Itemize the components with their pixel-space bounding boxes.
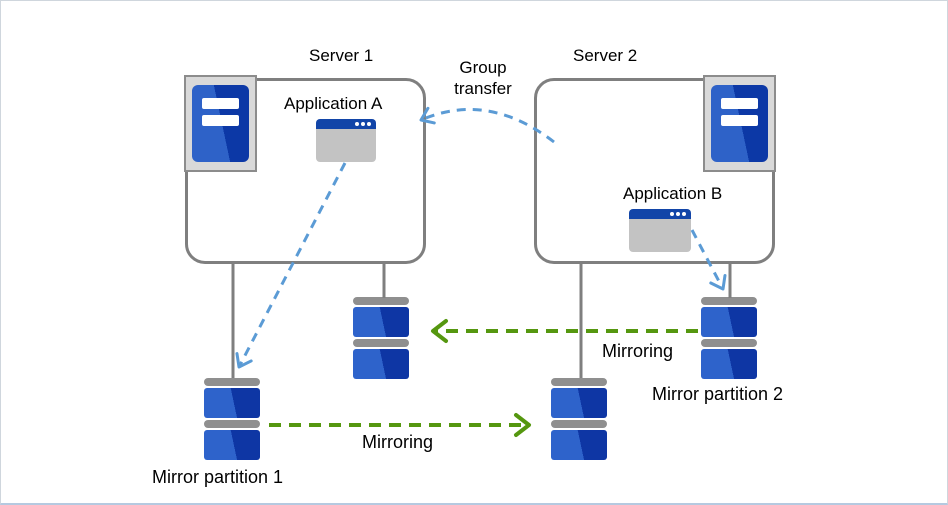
server-tower-body [192, 85, 249, 162]
disk-cap [204, 378, 260, 386]
mirroring-label-top: Mirroring [602, 341, 674, 361]
disk-cap [701, 297, 757, 305]
disk-stack-icon server1-disk [353, 297, 409, 379]
server-slot-bar [721, 98, 758, 109]
titlebar-dot [682, 212, 686, 216]
titlebar-dot [670, 212, 674, 216]
titlebar-dot [676, 212, 680, 216]
server-slot-bar [721, 115, 758, 126]
disk-cap [701, 339, 757, 347]
application-b-label: Application B [623, 184, 723, 203]
server-slot-bar [202, 98, 239, 109]
group-transfer-label: Group transfer [454, 58, 512, 98]
disk-platter [701, 307, 757, 337]
app-titlebar [629, 209, 691, 219]
app-titlebar [316, 119, 376, 129]
mirroring-label-bottom: Mirroring [362, 432, 434, 452]
titlebar-dot [361, 122, 365, 126]
disk-cap [551, 378, 607, 386]
disk-platter [353, 349, 409, 379]
titlebar-dot [367, 122, 371, 126]
server-tower-icon [184, 75, 257, 172]
disk-stack-icon mirror-partition-1-disk [204, 378, 260, 460]
disk-cap [204, 420, 260, 428]
app-body [316, 129, 376, 162]
disk-platter [353, 307, 409, 337]
server2-label: Server 2 [573, 46, 638, 65]
server-slot-bar [202, 115, 239, 126]
app-window-icon [629, 209, 691, 252]
disk-cap [353, 297, 409, 305]
disk-platter [204, 388, 260, 418]
server-tower-body [711, 85, 768, 162]
disk-cap [353, 339, 409, 347]
mirror-partition-2-label: Mirror partition 2 [652, 384, 784, 404]
disk-cap [551, 420, 607, 428]
disk-stack-icon server2-disk [551, 378, 607, 460]
disk-platter [204, 430, 260, 460]
application-a-label: Application A [284, 94, 383, 113]
titlebar-dot [355, 122, 359, 126]
disk-platter [551, 388, 607, 418]
disk-stack-icon mirror-partition-2-disk [701, 297, 757, 379]
app-window-icon [316, 119, 376, 162]
disk-platter [701, 349, 757, 379]
mirror-partition-1-label: Mirror partition 1 [152, 467, 284, 487]
app-body [629, 219, 691, 252]
disk-platter [551, 430, 607, 460]
server1-label: Server 1 [309, 46, 374, 65]
server-tower-icon [703, 75, 776, 172]
